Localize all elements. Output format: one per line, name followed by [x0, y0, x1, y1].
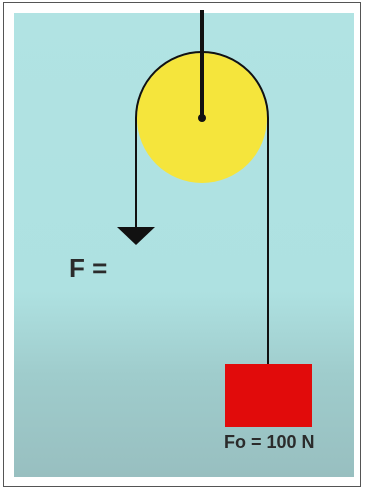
force-arrow-head	[117, 227, 155, 245]
axle-point	[198, 114, 206, 122]
weight-label: Fo = 100 N	[224, 432, 315, 452]
weight-block	[225, 364, 312, 427]
force-label: F =	[69, 253, 108, 283]
